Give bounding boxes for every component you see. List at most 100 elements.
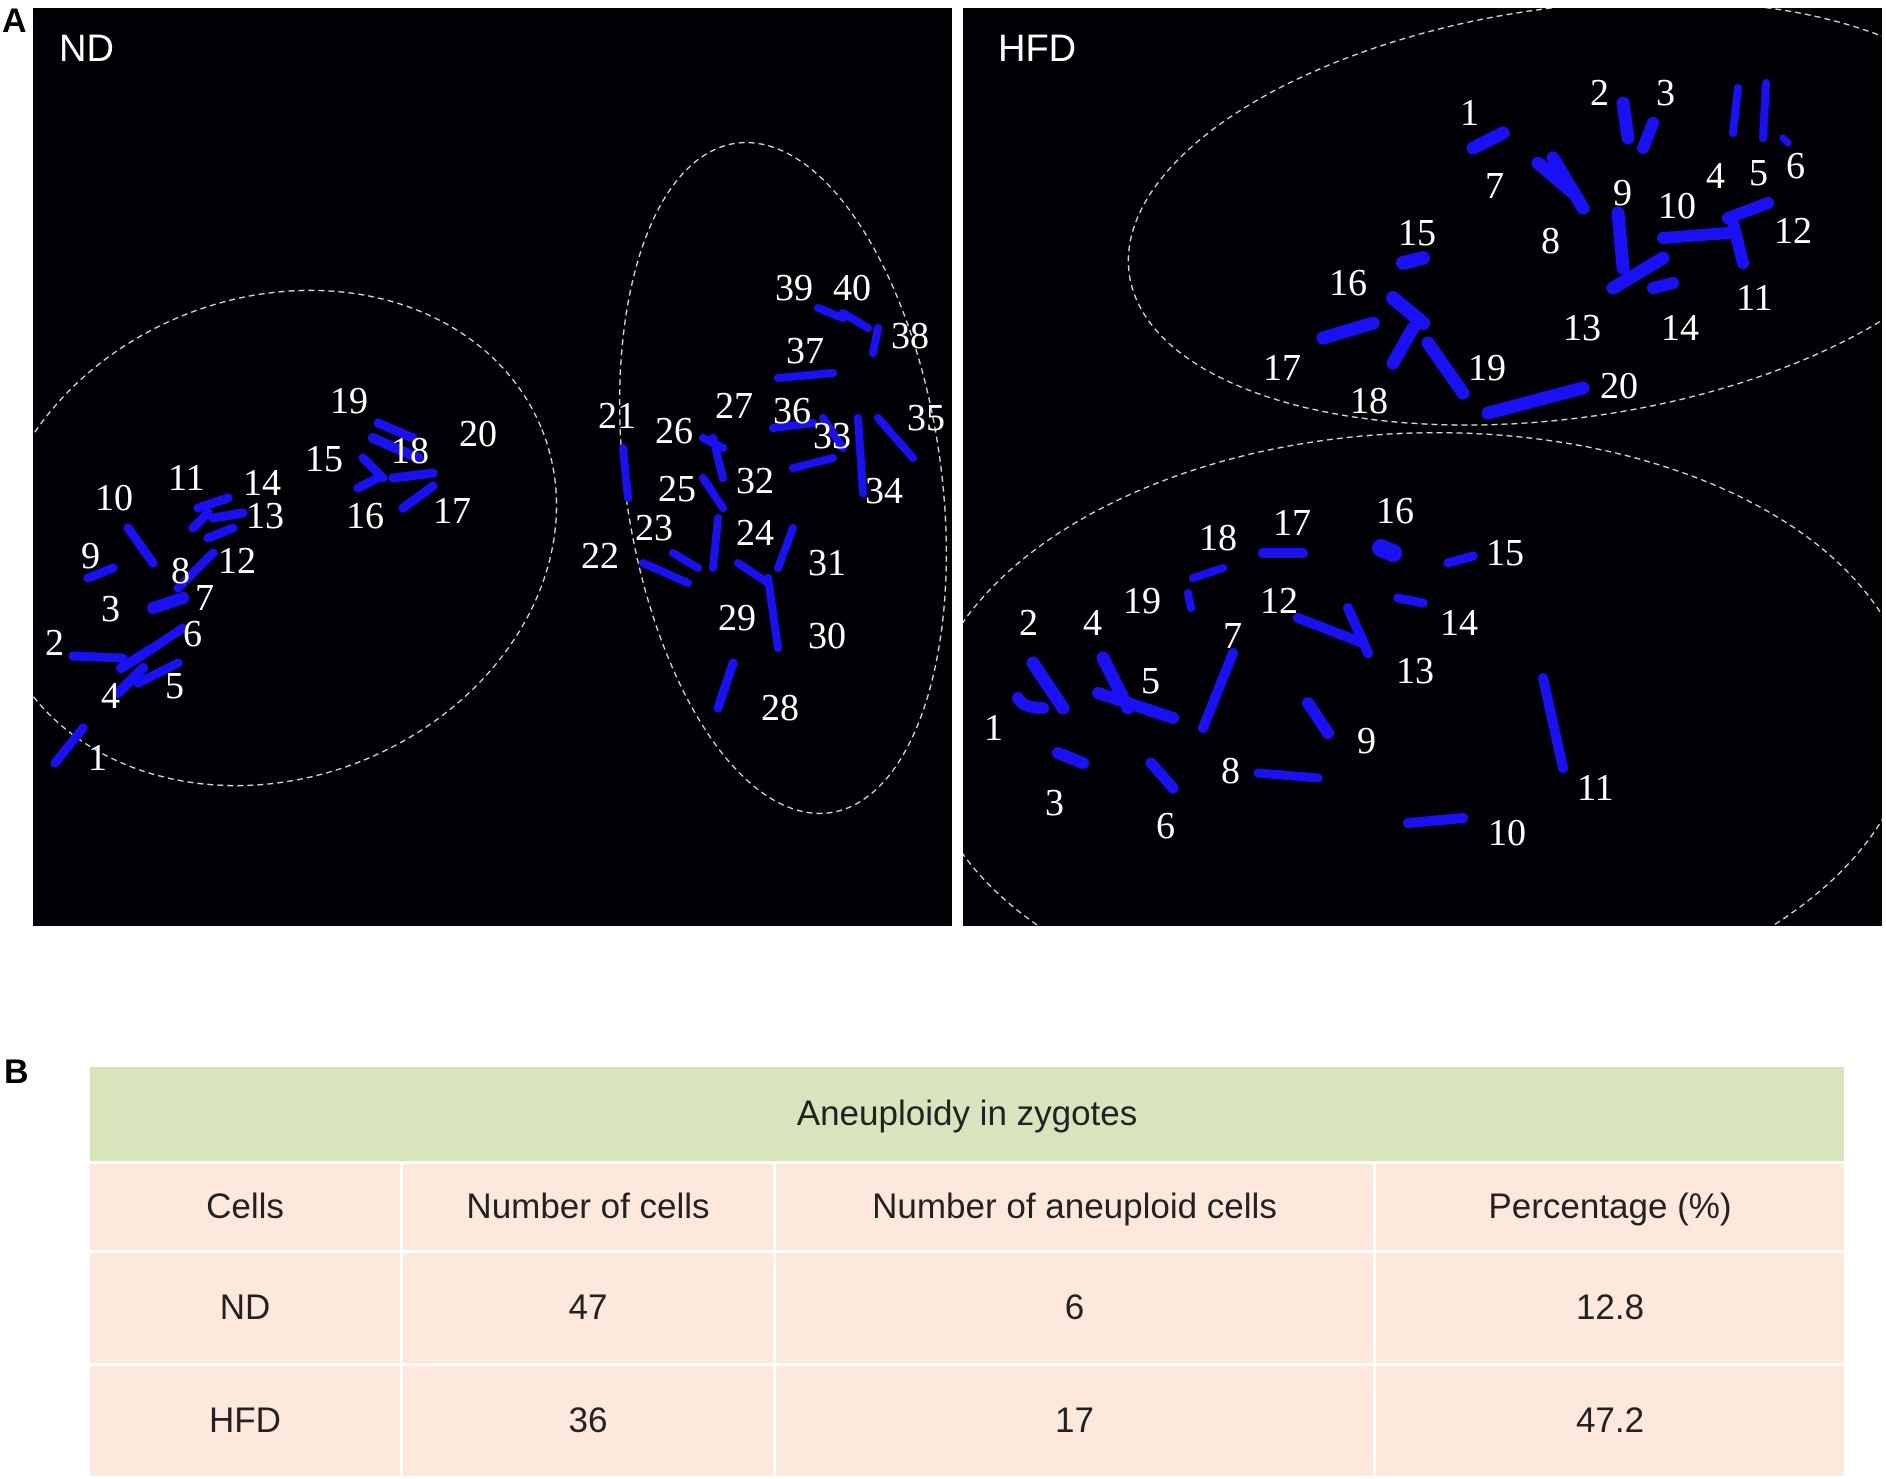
nd-chromosome-number: 19 (330, 380, 368, 422)
nd-chromosome-number: 37 (786, 330, 824, 372)
nd-chromosome-number: 31 (808, 542, 846, 584)
hfd-chromosome-number: 12 (1774, 210, 1812, 252)
hfd-chromosome-number: 6 (1156, 805, 1175, 847)
hfd-chromosome-number: 4 (1706, 155, 1725, 197)
nd-chromosome-number: 32 (736, 460, 774, 502)
hfd-chromosome-number: 17 (1273, 502, 1311, 544)
nd-chromosome-number: 23 (635, 507, 673, 549)
hfd-chromosome-number: 14 (1661, 307, 1699, 349)
nd-chromosome-number: 35 (907, 397, 945, 439)
table-cell: 17 (773, 1363, 1376, 1479)
hfd-chromosome-number: 1 (984, 707, 1003, 749)
nd-chromosome-number: 12 (218, 540, 256, 582)
nd-chromosome-number: 40 (833, 267, 871, 309)
nd-chromosome-number: 10 (95, 477, 133, 519)
nd-chromosome-number: 4 (101, 675, 120, 717)
hfd-chromosome-number: 17 (1263, 347, 1301, 389)
hfd-chromosome-number: 5 (1749, 152, 1768, 194)
table-row: HFD 36 17 47.2 (87, 1363, 1847, 1479)
nd-chromosome-number: 28 (761, 687, 799, 729)
table-header-row: Cells Number of cells Number of aneuploi… (87, 1161, 1847, 1253)
nd-chromosome-number: 17 (433, 490, 471, 532)
hfd-chromosome-number: 5 (1141, 660, 1160, 702)
hfd-chromosome-number: 3 (1656, 72, 1675, 114)
nd-chromosome-numbers: 1 2 3 4 5 6 7 8 9 10 11 12 13 14 15 16 1… (45, 267, 945, 779)
nd-chromosome-number: 26 (655, 410, 693, 452)
nd-chromosome-number: 14 (243, 462, 281, 504)
hfd-chromosome-number: 15 (1398, 212, 1436, 254)
nd-micrograph: 1 2 3 4 5 6 7 8 9 10 11 12 13 14 15 16 1… (33, 8, 952, 926)
panel-b-letter: B (4, 1053, 29, 1091)
nd-chromosome-number: 7 (195, 577, 214, 619)
hfd-chromosome-number: 3 (1045, 782, 1064, 824)
hfd-chromosome-number: 14 (1440, 602, 1478, 644)
hfd-chromosomes-top (1316, 79, 1792, 420)
nd-cell-outline-left (33, 289, 558, 787)
nd-chromosome-number: 8 (171, 550, 190, 592)
column-header: Number of aneuploid cells (773, 1161, 1376, 1253)
table-cell: HFD (87, 1363, 403, 1479)
hfd-label: HFD (998, 28, 1077, 70)
column-header: Cells (87, 1161, 403, 1253)
hfd-chromosome-number: 11 (1736, 277, 1773, 319)
nd-chromosome-number: 5 (165, 665, 184, 707)
nd-chromosome-number: 3 (101, 588, 120, 630)
nd-chromosome-number: 29 (718, 597, 756, 639)
hfd-chromosome-number: 9 (1357, 720, 1376, 762)
nd-chromosome-number: 6 (183, 613, 202, 655)
hfd-chromosome-number: 7 (1485, 165, 1504, 207)
hfd-chromosome-numbers: 1 2 3 4 5 6 7 8 9 10 11 12 13 14 15 16 1… (984, 72, 1812, 854)
table-row: ND 47 6 12.8 (87, 1250, 1847, 1366)
hfd-cell-outline-bottom (963, 431, 1882, 926)
table-cell: ND (87, 1250, 403, 1366)
nd-chromosome-number: 36 (773, 390, 811, 432)
nd-chromosome-number: 30 (808, 615, 846, 657)
nd-chromosome-number: 15 (305, 438, 343, 480)
hfd-chromosome-number: 8 (1541, 220, 1560, 262)
hfd-chromosome-number: 16 (1376, 490, 1414, 532)
table-cell: 6 (773, 1250, 1376, 1366)
table-title: Aneuploidy in zygotes (87, 1064, 1847, 1164)
nd-chromosome-number: 39 (775, 267, 813, 309)
hfd-chromosome-number: 20 (1600, 365, 1638, 407)
hfd-chromosome-number: 10 (1488, 812, 1526, 854)
table-cell: 36 (400, 1363, 776, 1479)
hfd-chromosome-number: 18 (1350, 380, 1388, 422)
hfd-chromosome-number: 7 (1223, 615, 1242, 657)
nd-chromosome-number: 11 (168, 457, 205, 499)
table-cell: 47 (400, 1250, 776, 1366)
nd-chromosome-number: 38 (891, 315, 929, 357)
column-header: Number of cells (400, 1161, 776, 1253)
aneuploidy-table: Aneuploidy in zygotes Cells Number of ce… (87, 1064, 1847, 1479)
column-header: Percentage (%) (1373, 1161, 1847, 1253)
nd-chromosome-number: 21 (598, 395, 636, 437)
nd-chromosome-spread: 1 2 3 4 5 6 7 8 9 10 11 12 13 14 15 16 1… (33, 141, 948, 815)
table-cell: 47.2 (1373, 1363, 1847, 1479)
hfd-chromosome-number: 10 (1658, 185, 1696, 227)
hfd-chromosome-number: 12 (1260, 580, 1298, 622)
nd-chromosome-number: 16 (346, 495, 384, 537)
nd-chromosome-number: 25 (658, 468, 696, 510)
hfd-chromosome-number: 1 (1460, 92, 1479, 134)
nd-chromosome-number: 13 (246, 495, 284, 537)
hfd-chromosome-number: 8 (1221, 750, 1240, 792)
hfd-chromosomes-bottom (1012, 539, 1568, 828)
nd-chromosome-number: 22 (581, 535, 619, 577)
nd-chromosomes (50, 304, 917, 768)
hfd-chromosome-number: 13 (1563, 307, 1601, 349)
nd-chromosome-number: 27 (715, 385, 753, 427)
nd-chromosome-number: 20 (459, 413, 497, 455)
hfd-chromosome-number: 15 (1486, 532, 1524, 574)
hfd-chromosome-number: 9 (1613, 172, 1632, 214)
nd-chromosome-number: 33 (813, 415, 851, 457)
hfd-chromosome-number: 16 (1329, 262, 1367, 304)
hfd-chromosome-number: 6 (1786, 145, 1805, 187)
nd-chromosome-number: 9 (81, 535, 100, 577)
hfd-chromosome-number: 4 (1083, 602, 1102, 644)
nd-chromosome-number: 2 (45, 622, 64, 664)
nd-chromosome-number: 34 (865, 470, 903, 512)
nd-label: ND (59, 28, 114, 70)
hfd-micrograph: 1 2 3 4 5 6 7 8 9 10 11 12 13 14 15 16 1… (963, 8, 1882, 926)
aneuploidy-table-container: Aneuploidy in zygotes Cells Number of ce… (87, 1064, 1847, 1479)
hfd-chromosome-number: 18 (1199, 517, 1237, 559)
